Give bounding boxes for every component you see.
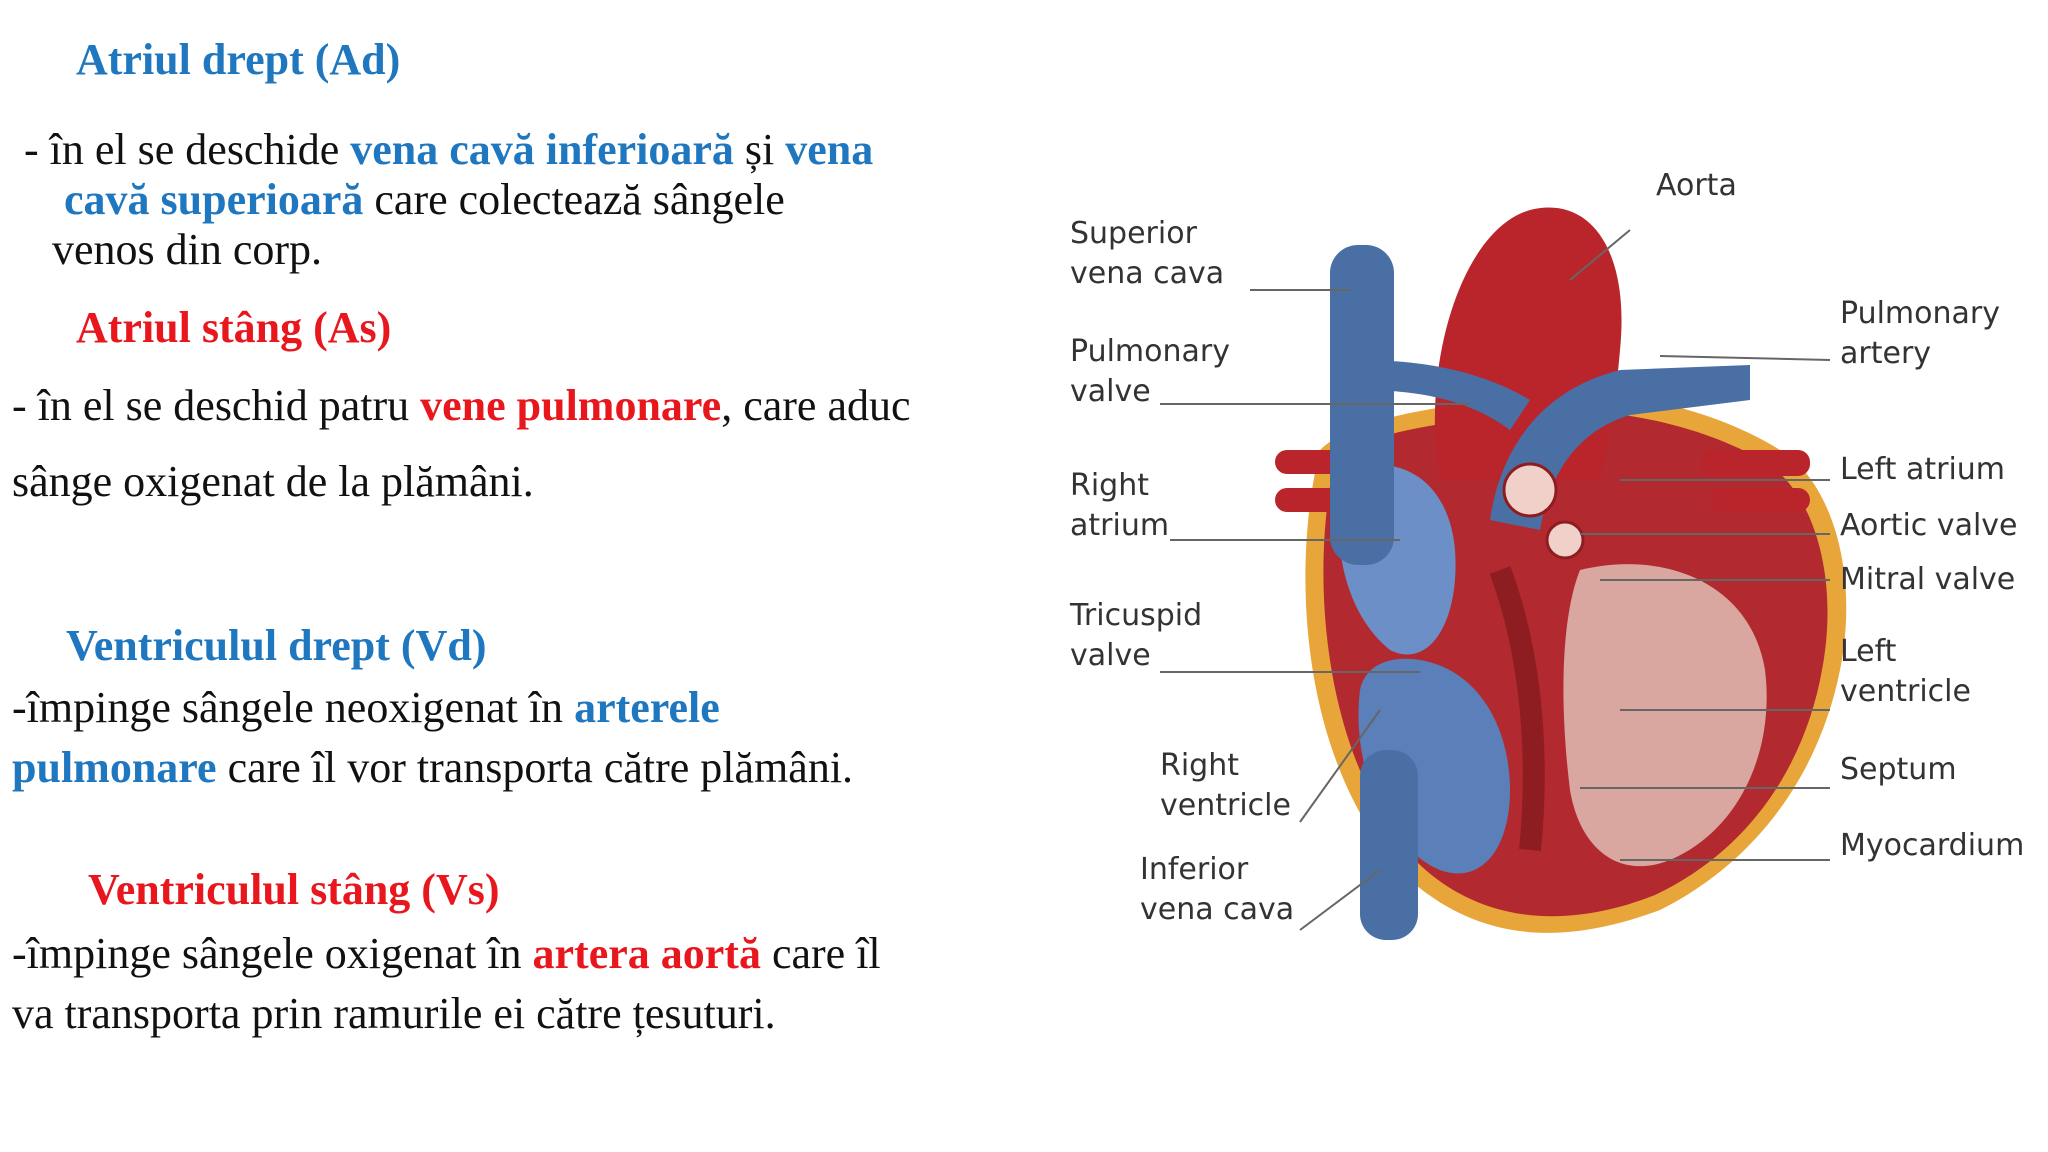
label-aortic-valve: Aortic valve <box>1840 508 2018 543</box>
left-atrium-line-1: - în el se deschid patru vene pulmonare,… <box>12 381 911 430</box>
right-ventricle-line-2: pulmonare care îl vor transporta către p… <box>12 743 854 792</box>
heart-illustration <box>1160 207 1847 940</box>
label-septum: Septum <box>1840 752 1957 787</box>
label-aorta: Aorta <box>1656 168 1737 203</box>
leader-lines <box>1160 229 1831 931</box>
heading-right-ventricle: Ventriculul drept (Vd) <box>66 621 487 670</box>
left-ventricle-line-1: -împinge sângele oxigenat în artera aort… <box>12 929 881 978</box>
aortic-valve-shape <box>1502 462 1558 518</box>
pulmonary-vein-right-1 <box>1700 450 1810 476</box>
right-ventricle-line-1: -împinge sângele neoxigenat în arterele <box>12 683 720 732</box>
right-atrium-line-3: venos din corp. <box>52 225 323 274</box>
left-atrium-line-2: sânge oxigenat de la plămâni. <box>12 457 534 506</box>
pulmonary-vein-right-2 <box>1710 488 1810 512</box>
septum-wall <box>1489 566 1545 852</box>
mitral-valve-shape <box>1545 520 1585 560</box>
label-left-atrium: Left atrium <box>1840 452 2006 487</box>
label-myocardium: Myocardium <box>1840 828 2025 863</box>
left-ventricle-chamber <box>1563 564 1767 867</box>
heading-right-atrium: Atriul drept (Ad) <box>76 35 401 84</box>
heading-left-ventricle: Ventriculul stâng (Vs) <box>88 865 500 914</box>
right-atrium-line-2: cavă superioară care colectează sângele <box>64 175 785 224</box>
pulmonary-artery-branch <box>1360 360 1530 430</box>
left-ventricle-line-2: va transporta prin ramurile ei către țes… <box>12 989 776 1038</box>
label-mitral-valve: Mitral valve <box>1840 562 2016 597</box>
right-atrium-line-1: - în el se deschide vena cavă inferioară… <box>24 125 874 174</box>
pulmonary-artery-vessel <box>1490 365 1750 530</box>
inferior-vena-cava-vessel <box>1360 750 1418 940</box>
heading-left-atrium: Atriul stâng (As) <box>76 303 392 352</box>
